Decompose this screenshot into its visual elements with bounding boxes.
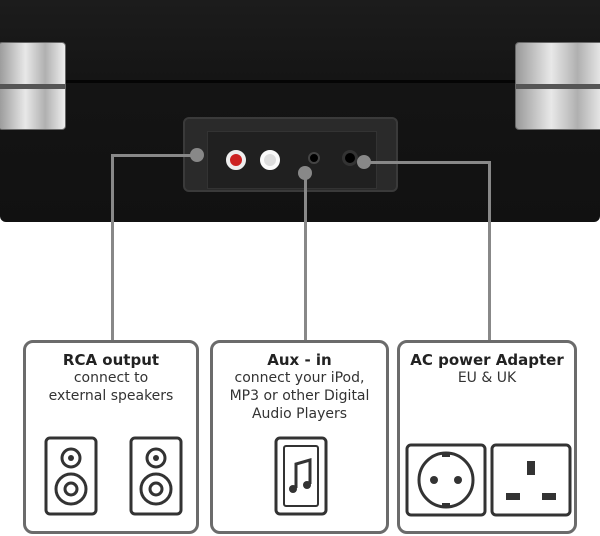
callout-line: external speakers (48, 388, 174, 404)
rca-callout-dot (190, 148, 204, 162)
rca-white-jack (260, 150, 280, 170)
callout-title: Aux - in (267, 351, 332, 369)
turntable-case (0, 0, 600, 222)
aux-jack (308, 152, 320, 164)
rca-red-jack (226, 150, 246, 170)
aux-in-callout: Aux - in connect your iPod, MP3 or other… (210, 340, 389, 534)
power-callout-dot (357, 155, 371, 169)
callout-line: connect your iPod, (234, 370, 365, 386)
left-hinge (0, 42, 66, 130)
callout-line: MP3 or other Digital (229, 388, 370, 404)
callout-line: Audio Players (251, 406, 348, 422)
callout-line: connect to (73, 370, 149, 386)
ac-power-callout: AC power Adapter EU & UK (397, 340, 577, 534)
lid-seam (0, 80, 600, 83)
connector-panel (183, 117, 398, 192)
right-hinge (515, 42, 600, 130)
speaker-icon (44, 436, 98, 516)
rca-output-callout: RCA output connect to external speakers (23, 340, 199, 534)
aux-callout-dot (298, 166, 312, 180)
dc-power-jack (342, 150, 358, 166)
uk-socket-icon (490, 443, 572, 517)
speaker-icon (129, 436, 183, 516)
callout-line: EU & UK (457, 370, 517, 386)
eu-socket-icon (405, 443, 487, 517)
callout-title: AC power Adapter (410, 351, 564, 369)
music-file-icon (274, 436, 328, 516)
callout-title: RCA output (62, 351, 160, 369)
